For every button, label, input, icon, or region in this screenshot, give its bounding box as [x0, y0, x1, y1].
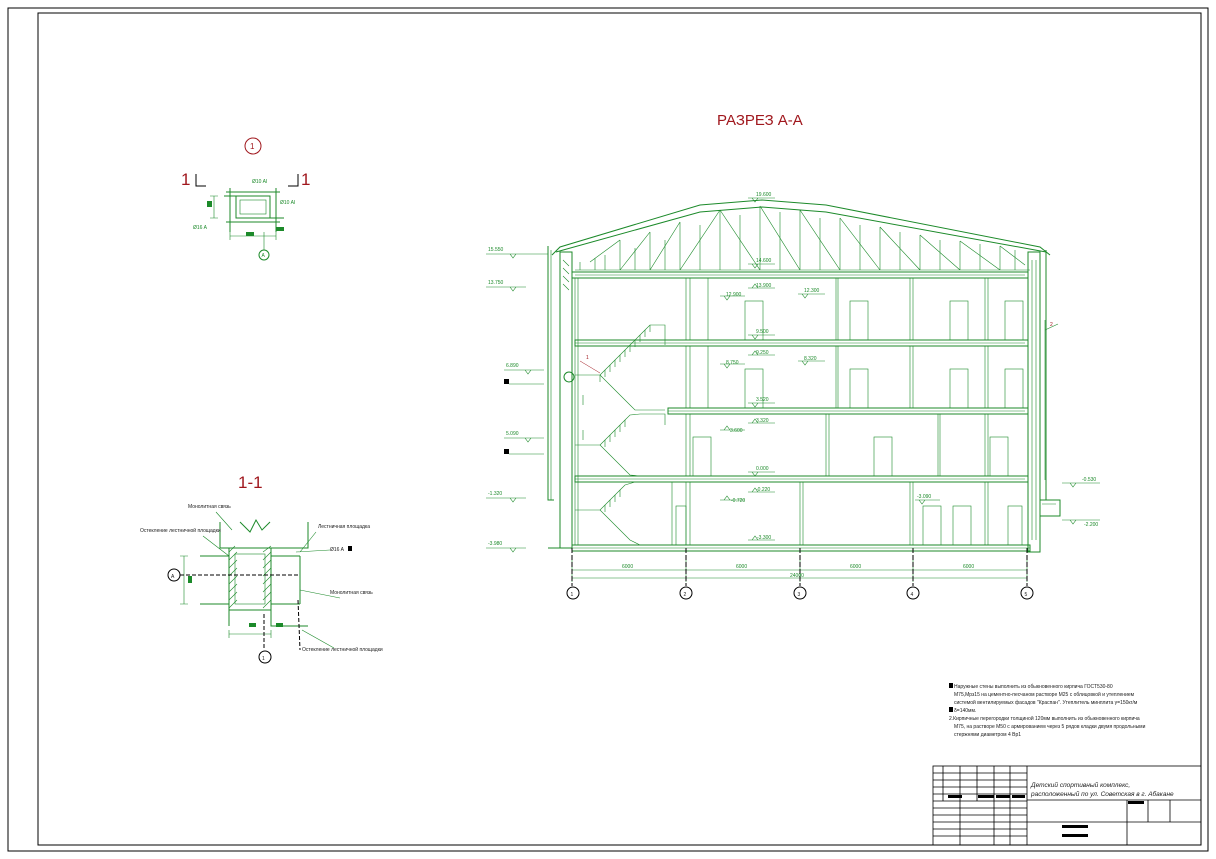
note-line-4: δ=140мм.: [954, 708, 976, 714]
detail-1-callout-circle: [244, 137, 262, 155]
detail-1-axis: А: [262, 253, 266, 259]
detail-1-axis-circle: [258, 249, 270, 261]
level-l1-c: 3.600: [730, 428, 743, 434]
detail-1-1-title: 1-1: [238, 473, 263, 492]
wall-mark: 2: [1050, 322, 1053, 328]
level-eave: 15.550: [488, 247, 504, 253]
partitions: [574, 278, 989, 545]
title-block: [932, 765, 1202, 846]
detail-1-1-label-5: Монолитная связь: [330, 590, 373, 596]
level-m1320: -1.320: [488, 491, 502, 497]
detail-1-1-column: [228, 547, 272, 611]
level-m3980: -3.980: [488, 541, 502, 547]
level-right-b: -2.200: [1084, 522, 1098, 528]
level-roof: 14.600: [756, 258, 772, 264]
detail-1-1-axis-a: А: [171, 574, 175, 580]
section-title: РАЗРЕЗ А-А: [717, 112, 803, 129]
level-ridge: 19.600: [756, 192, 772, 198]
doors: [675, 300, 1024, 546]
outer-frame: [7, 7, 1209, 852]
level-right-a: -0.530: [1082, 477, 1096, 483]
level-zero: 0.000: [756, 466, 769, 472]
axis-5: 5: [1025, 592, 1028, 598]
project-name-line-2: расположенный по ул. Советская в г. Абак…: [1030, 790, 1174, 798]
notes: Наружные стены выполнить из обыкновенног…: [949, 683, 1146, 738]
inner-frame: [37, 12, 1202, 846]
note-line-7: стержнями диаметром 4 Вр1: [954, 732, 1021, 738]
detail-1-1-hatch: [228, 545, 272, 609]
detail-1-column: [235, 195, 271, 219]
level-l3-beam: 12.300: [804, 288, 820, 294]
note-line-5: 2.Кирпичные перегородки толщиной 120мм в…: [949, 715, 1140, 722]
dim-span-1: 6000: [622, 564, 633, 570]
level-l2-c: 8.750: [726, 360, 739, 366]
axis-markers: 1 2 3 4 5: [566, 586, 1034, 600]
detail-1-cut-left: 1: [181, 170, 190, 189]
detail-1-rebar-top: Ø10 AI: [252, 179, 267, 185]
detail-1-column-inner: [239, 199, 267, 215]
level-l1-top: 3.520: [756, 397, 769, 403]
detail-1-callout: 1: [250, 142, 255, 151]
stair-mark: 1: [586, 355, 589, 361]
axis-3: 3: [798, 592, 801, 598]
level-stair-a: 6.890: [506, 363, 519, 369]
level-l2-b: 9.250: [756, 350, 769, 356]
dim-span-4: 6000: [963, 564, 974, 570]
dim-total: 24000: [790, 573, 804, 579]
note-line-3: системой вентилируемых фасадов "Краспан"…: [954, 699, 1138, 706]
level-m220: -0.220: [756, 487, 770, 493]
level-l3-a: 12.900: [726, 292, 742, 298]
level-l3-floor: 13.900: [756, 283, 772, 289]
level-l2-d: 8.320: [804, 356, 817, 362]
detail-1-1-label-4: Ø16 A: [330, 547, 345, 553]
section-a-a: 1 2 6000 6000 6000 6000 24000 1 2 3 4 5: [486, 192, 1100, 600]
detail-1-1-axis-1: 1: [262, 656, 265, 662]
floor-slabs: [571, 271, 1031, 552]
level-m720: -0.720: [731, 498, 745, 504]
level-stair-b: 5.090: [506, 431, 519, 437]
detail-1-1-axis-a-circle: [167, 568, 181, 582]
title-block-fills: [948, 795, 1144, 837]
detail-1-cut-marks: [195, 174, 299, 187]
detail-1: 1 1 1 Ø10 AI Ø10 AI Ø16 A А: [181, 137, 310, 261]
roof-outline: [551, 199, 1051, 256]
level-l2-top: 9.500: [756, 329, 769, 335]
detail-1-1-label-6: Остекление лестничной площадки: [302, 646, 383, 653]
axis-1: 1: [571, 592, 574, 598]
project-name-line-1: Детский спортивный комплекс,: [1030, 781, 1130, 789]
detail-1-wall: [224, 188, 284, 232]
detail-1-1-label-2: Остекление лестничной площадки: [140, 527, 221, 534]
axis-2: 2: [684, 592, 687, 598]
stairs: [575, 324, 666, 546]
dim-span-2: 6000: [736, 564, 747, 570]
detail-1-1-label-1: Монолитная связь: [188, 504, 231, 510]
note-line-2: М75,Мрз15 на цементно-песчаном растворе …: [954, 691, 1135, 698]
roof-truss: [575, 205, 1030, 271]
dim-span-3: 6000: [850, 564, 861, 570]
left-wall: [559, 251, 573, 549]
dimension-chain: 6000 6000 6000 6000 24000: [571, 548, 1028, 586]
detail-1-cut-right: 1: [301, 170, 310, 189]
note-line-1: Наружные стены выполнить из обыкновенног…: [954, 684, 1113, 690]
level-attic: 13.750: [488, 280, 504, 286]
detail-1-1: 1-1 А 1 Монолитная связь Остекление лест…: [140, 473, 383, 664]
level-m3090: -3.090: [917, 494, 931, 500]
detail-1-1-walls: [200, 518, 309, 627]
detail-1-rebar-left: Ø16 A: [193, 225, 208, 231]
right-wall: [1027, 251, 1041, 553]
note-line-6: М75, на растворе М50 с армированием чере…: [954, 724, 1146, 730]
detail-1-1-label-3: Лестничная площадка: [318, 524, 370, 530]
level-marks: 19.600 15.550 14.600 13.750 13.900 12.90…: [486, 192, 1100, 553]
detail-1-1-axis-1-circle: [258, 650, 272, 664]
level-m3300: -3.300: [757, 535, 771, 541]
axis-4: 4: [911, 592, 914, 598]
level-l1-b: 3.320: [756, 418, 769, 424]
detail-1-rebar-right: Ø10 AI: [280, 200, 295, 206]
